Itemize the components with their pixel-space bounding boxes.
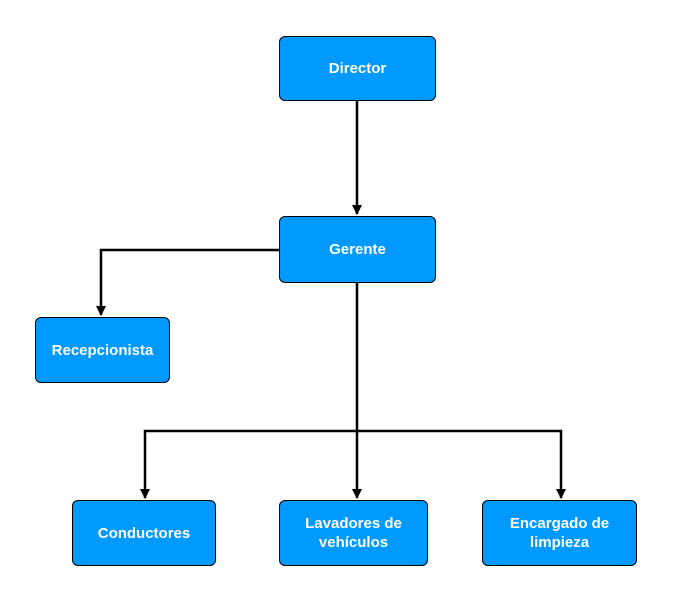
node-director[interactable]: Director (279, 36, 436, 101)
node-lavadores[interactable]: Lavadores de vehículos (279, 500, 428, 566)
edge-gerente-recepcionista (96, 248, 279, 316)
node-lavadores-label: Lavadores de vehículos (305, 515, 402, 551)
node-limpieza[interactable]: Encargado de limpieza (482, 500, 637, 566)
node-conductores-label: Conductores (97, 524, 191, 542)
node-director-label: Director (328, 60, 387, 77)
node-gerente-label: Gerente (329, 241, 386, 258)
node-recepcionista-label: Recepcionista (51, 341, 154, 359)
node-limpieza-label: Encargado de limpieza (509, 515, 610, 551)
node-gerente[interactable]: Gerente (279, 216, 436, 283)
node-recepcionista[interactable]: Recepcionista (35, 317, 170, 383)
edge-gerente-limpieza (357, 429, 566, 499)
edge-gerente-conductores (140, 429, 357, 499)
node-conductores[interactable]: Conductores (72, 500, 216, 566)
